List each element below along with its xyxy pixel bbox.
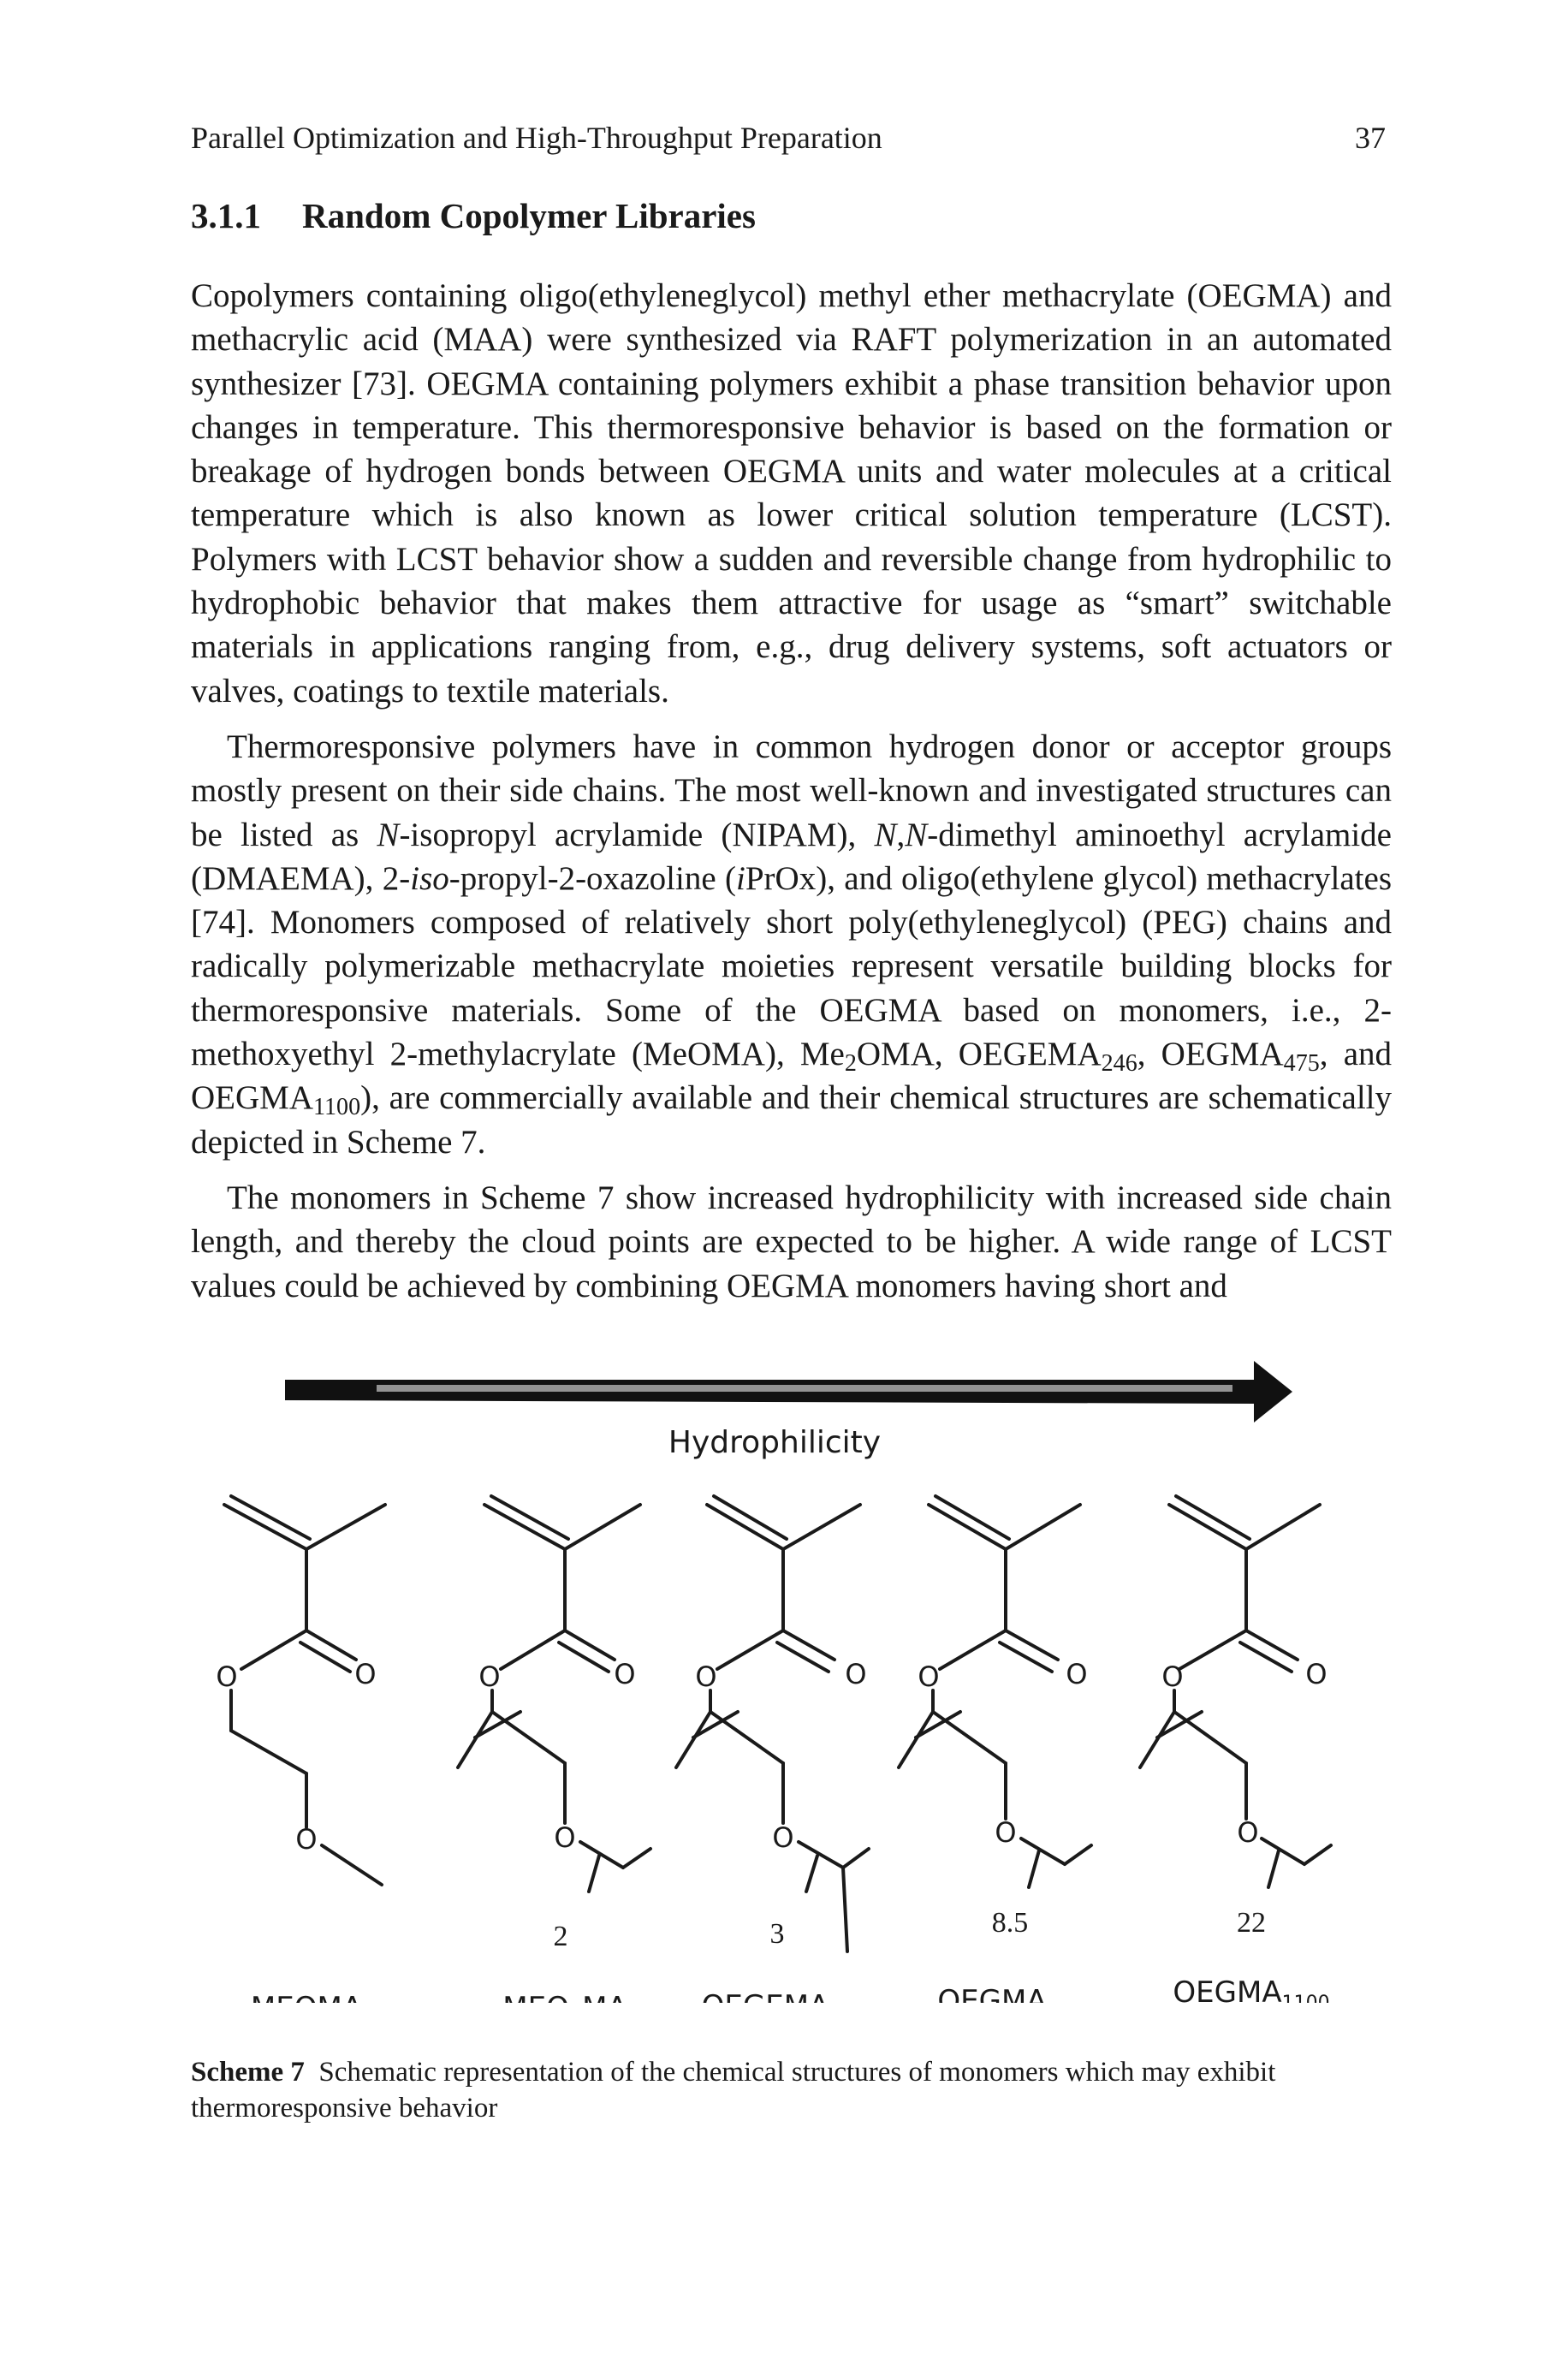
svg-text:O: O (695, 1660, 716, 1693)
section-heading: 3.1.1 Random Copolymer Libraries (191, 195, 756, 236)
svg-text:O: O (614, 1658, 635, 1690)
svg-text:O: O (1237, 1816, 1258, 1849)
svg-text:O: O (1305, 1658, 1327, 1690)
caption-label: Scheme 7 (191, 2057, 305, 2088)
repeat-3: 3 (770, 1918, 785, 1950)
paragraph-3: The monomers in Scheme 7 show increased … (191, 1179, 1392, 1304)
caption-text: Schematic representation of the chemical… (191, 2057, 1276, 2124)
arrow-highlight (377, 1385, 1232, 1392)
svg-text:O: O (554, 1821, 575, 1854)
scheme-7-figure: Hydrophilicity O O O (0, 1335, 1568, 2003)
svg-text:O: O (216, 1660, 237, 1693)
structure-oegma475: O O O 8.5 (897, 1494, 1093, 1939)
repeat-2: 2 (554, 1921, 568, 1952)
scheme-svg: Hydrophilicity O O O (216, 1361, 1333, 2003)
label-oegma1100: OEGMA1100 (1173, 1975, 1329, 2003)
paragraph-1: Copolymers containing oligo(ethyleneglyc… (191, 277, 1392, 710)
label-meoma: MEOMA (251, 1991, 362, 2003)
svg-text:O: O (295, 1823, 317, 1856)
section-title: Random Copolymer Libraries (302, 196, 756, 235)
svg-text:O: O (354, 1658, 376, 1690)
running-title: Parallel Optimization and High-Throughpu… (191, 121, 882, 155)
structure-oegema246: O O O 3 (674, 1494, 870, 1953)
body-text: Copolymers containing oligo(ethyleneglyc… (191, 274, 1392, 1308)
repeat-8-5: 8.5 (992, 1907, 1029, 1939)
label-meo2ma: MEO2MA (502, 1991, 627, 2003)
page-number: 37 (1355, 121, 1386, 155)
structure-oegma1100: O O O 22 (1138, 1494, 1333, 1939)
svg-text:O: O (918, 1660, 939, 1693)
structure-meo2ma: O O O 2 (456, 1494, 652, 1952)
svg-text:O: O (845, 1658, 866, 1690)
label-oegema246: OEGEMA246 (702, 1989, 865, 2003)
label-oegma475: OEGMA475 (937, 1984, 1082, 2003)
scheme-caption: Scheme 7 Schematic representation of the… (191, 2054, 1406, 2126)
svg-text:O: O (1161, 1660, 1183, 1693)
section-number: 3.1.1 (191, 196, 261, 235)
repeat-22: 22 (1237, 1907, 1266, 1939)
svg-text:O: O (995, 1816, 1016, 1849)
paragraph-2: Thermoresponsive polymers have in common… (191, 728, 1392, 1161)
svg-text:O: O (772, 1821, 793, 1854)
structure-meoma: O O O (216, 1494, 387, 1886)
arrow-label: Hydrophilicity (668, 1425, 881, 1460)
svg-text:O: O (478, 1660, 500, 1693)
svg-text:O: O (1066, 1658, 1087, 1690)
